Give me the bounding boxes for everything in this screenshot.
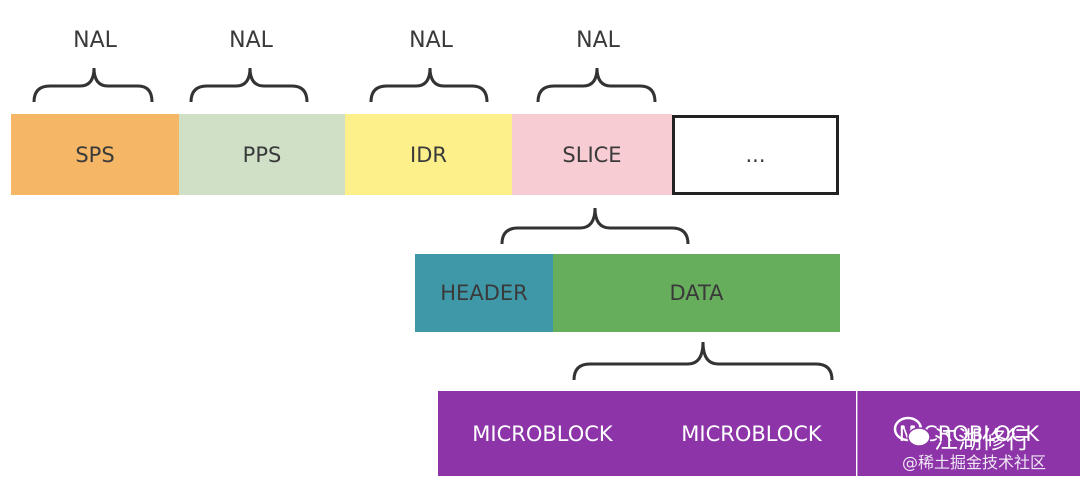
microblock-1: MICROBLOCK	[438, 391, 647, 476]
slice-header: HEADER	[415, 254, 553, 332]
nal-label-4: NAL	[576, 28, 620, 53]
slice-data: DATA	[553, 254, 840, 332]
nal-brace-3	[369, 67, 489, 103]
nal-brace-4	[536, 67, 657, 103]
unit-slice: SLICE	[512, 114, 672, 195]
nal-label-2: NAL	[229, 28, 273, 53]
slice-brace	[500, 207, 690, 245]
wechat-icon	[893, 416, 931, 447]
nal-brace-2	[189, 67, 309, 103]
nal-label-1: NAL	[73, 28, 117, 53]
nal-label-3: NAL	[409, 28, 453, 53]
unit-idr: IDR	[345, 114, 512, 195]
unit-sps: SPS	[11, 114, 179, 195]
unit-ellipsis: ...	[672, 115, 839, 195]
microblock-2: MICROBLOCK	[647, 391, 856, 476]
data-brace	[572, 341, 834, 381]
unit-pps: PPS	[179, 114, 345, 195]
watermark-name: 江湖修行	[934, 426, 1030, 454]
nal-brace-1	[32, 67, 154, 103]
watermark-site: @稀土掘金技术社区	[902, 453, 1047, 472]
